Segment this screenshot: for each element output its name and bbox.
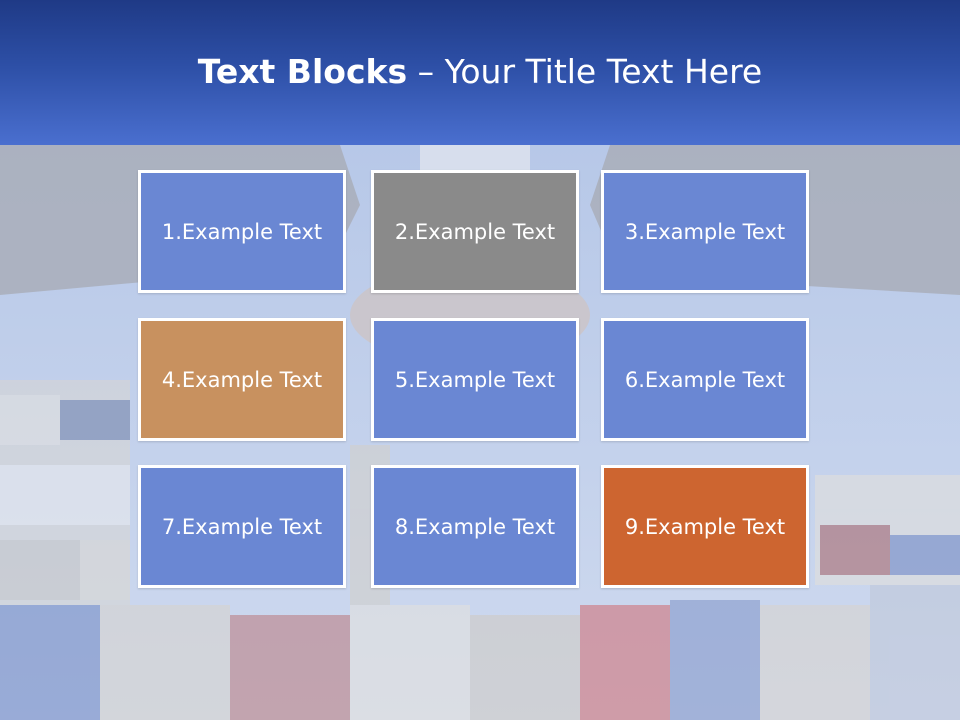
text-block-1: 1.Example Text bbox=[138, 170, 346, 293]
text-block-label: 7.Example Text bbox=[161, 514, 323, 539]
text-block-label: 9.Example Text bbox=[624, 514, 786, 539]
text-block-3: 3.Example Text bbox=[601, 170, 809, 293]
text-block-7: 7.Example Text bbox=[138, 465, 346, 588]
title-bold: Text Blocks bbox=[197, 52, 408, 91]
slide-title: Text Blocks – Your Title Text Here bbox=[0, 52, 960, 91]
header-band bbox=[0, 0, 960, 145]
text-block-5: 5.Example Text bbox=[371, 318, 579, 441]
text-block-label: 1.Example Text bbox=[161, 219, 323, 244]
text-block-9: 9.Example Text bbox=[601, 465, 809, 588]
text-block-2: 2.Example Text bbox=[371, 170, 579, 293]
text-block-label: 3.Example Text bbox=[624, 219, 786, 244]
title-rest: Your Title Text Here bbox=[444, 52, 763, 91]
text-block-4: 4.Example Text bbox=[138, 318, 346, 441]
title-dash: – bbox=[407, 52, 445, 91]
text-block-label: 4.Example Text bbox=[161, 367, 323, 392]
text-block-label: 5.Example Text bbox=[394, 367, 556, 392]
text-block-6: 6.Example Text bbox=[601, 318, 809, 441]
text-block-8: 8.Example Text bbox=[371, 465, 579, 588]
text-block-label: 6.Example Text bbox=[624, 367, 786, 392]
text-block-label: 2.Example Text bbox=[394, 219, 556, 244]
text-block-label: 8.Example Text bbox=[394, 514, 556, 539]
text-block-grid: 1.Example Text 2.Example Text 3.Example … bbox=[138, 170, 814, 592]
